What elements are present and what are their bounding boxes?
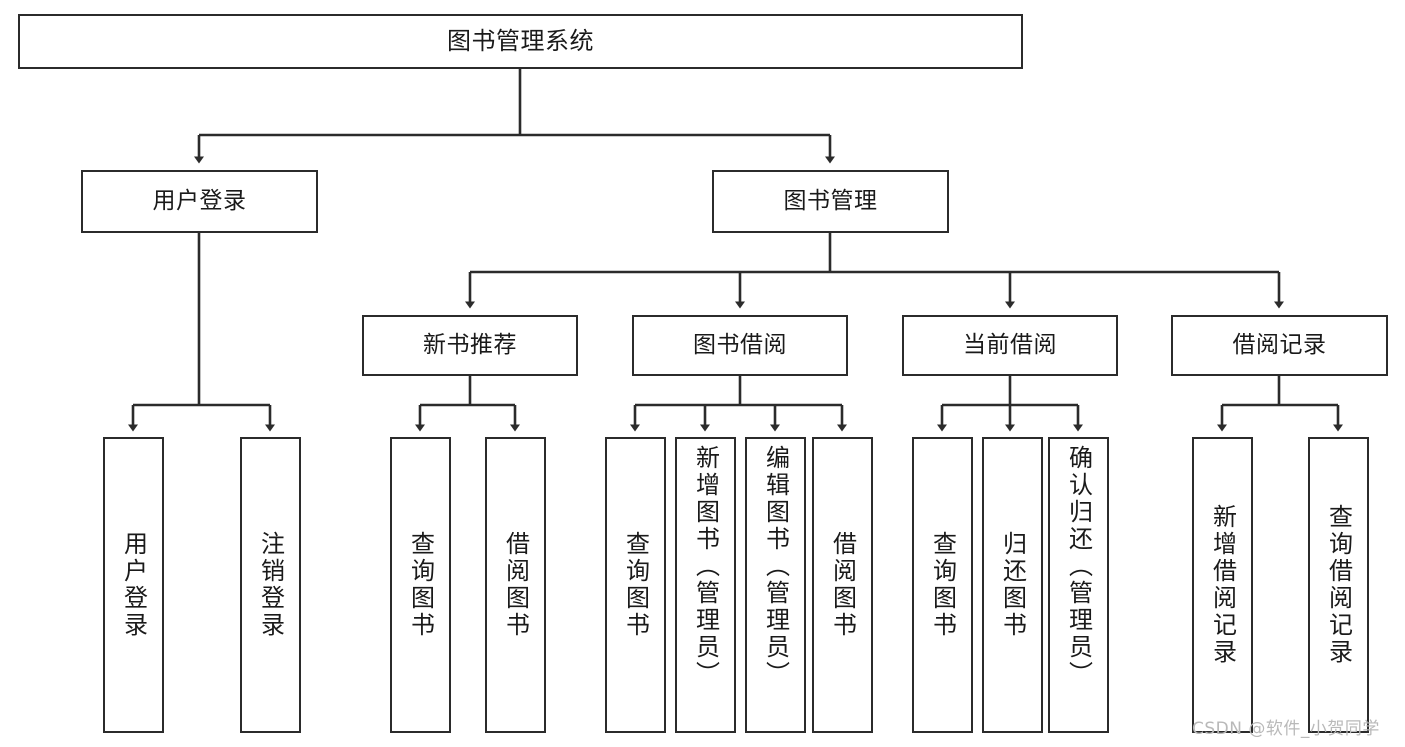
node-label: 新增借阅记录 — [1208, 504, 1237, 666]
node-label: 当前借阅 — [963, 331, 1057, 358]
leaf-current-borrow-confirm-return-admin[interactable]: 确认归还（管理员） — [1048, 437, 1109, 733]
root-to-level2-connectors — [194, 69, 835, 164]
leaf-new-book-query-book[interactable]: 查询图书 — [390, 437, 451, 733]
node-label: 新书推荐 — [423, 331, 517, 358]
leaf-book-borrow-add-book-admin[interactable]: 新增图书（管理员） — [675, 437, 736, 733]
leaf-book-borrow-borrow-book[interactable]: 借阅图书 — [812, 437, 873, 733]
book-borrow-to-leaves-connectors — [630, 376, 847, 432]
node-label: 新增图书（管理员） — [691, 445, 720, 688]
node-label: 图书管理系统 — [447, 27, 594, 56]
leaf-borrow-record-add-record[interactable]: 新增借阅记录 — [1192, 437, 1253, 733]
leaf-current-borrow-return-book[interactable]: 归还图书 — [982, 437, 1043, 733]
node-new-book-recommend[interactable]: 新书推荐 — [362, 315, 578, 376]
node-label: 注销登录 — [256, 531, 285, 639]
user-login-to-leaves-connectors — [128, 233, 275, 432]
node-label: 图书借阅 — [693, 331, 787, 358]
node-label: 查询借阅记录 — [1324, 504, 1353, 666]
node-label: 查询图书 — [621, 531, 650, 639]
csdn-watermark: CSDN @软件_小贺同学 — [1192, 719, 1380, 739]
node-book-borrow[interactable]: 图书借阅 — [632, 315, 848, 376]
node-label: 借阅图书 — [501, 531, 530, 639]
leaf-user-login-logout[interactable]: 注销登录 — [240, 437, 301, 733]
leaf-new-book-borrow-book[interactable]: 借阅图书 — [485, 437, 546, 733]
node-borrow-record[interactable]: 借阅记录 — [1171, 315, 1388, 376]
leaf-book-borrow-query-book[interactable]: 查询图书 — [605, 437, 666, 733]
leaf-book-borrow-edit-book-admin[interactable]: 编辑图书（管理员） — [745, 437, 806, 733]
node-root-book-management-system[interactable]: 图书管理系统 — [18, 14, 1023, 69]
node-label: 查询图书 — [406, 531, 435, 639]
node-label: 查询图书 — [928, 531, 957, 639]
new-book-recommend-to-leaves-connectors — [415, 376, 520, 432]
current-borrow-to-leaves-connectors — [937, 376, 1083, 432]
leaf-user-login-login[interactable]: 用户登录 — [103, 437, 164, 733]
book-management-to-level3-connectors — [465, 233, 1284, 309]
node-label: 借阅记录 — [1232, 331, 1327, 358]
node-current-borrow[interactable]: 当前借阅 — [902, 315, 1118, 376]
borrow-record-to-leaves-connectors — [1217, 376, 1343, 432]
node-label: 借阅图书 — [828, 531, 857, 639]
leaf-current-borrow-query-book[interactable]: 查询图书 — [912, 437, 973, 733]
node-label: 编辑图书（管理员） — [761, 445, 790, 688]
node-label: 用户登录 — [152, 187, 247, 214]
node-label: 归还图书 — [998, 531, 1027, 639]
node-label: 用户登录 — [119, 531, 148, 639]
node-book-management[interactable]: 图书管理 — [712, 170, 949, 233]
node-label: 图书管理 — [783, 187, 878, 214]
node-user-login[interactable]: 用户登录 — [81, 170, 318, 233]
leaf-borrow-record-query-record[interactable]: 查询借阅记录 — [1308, 437, 1369, 733]
node-label: 确认归还（管理员） — [1064, 445, 1093, 688]
